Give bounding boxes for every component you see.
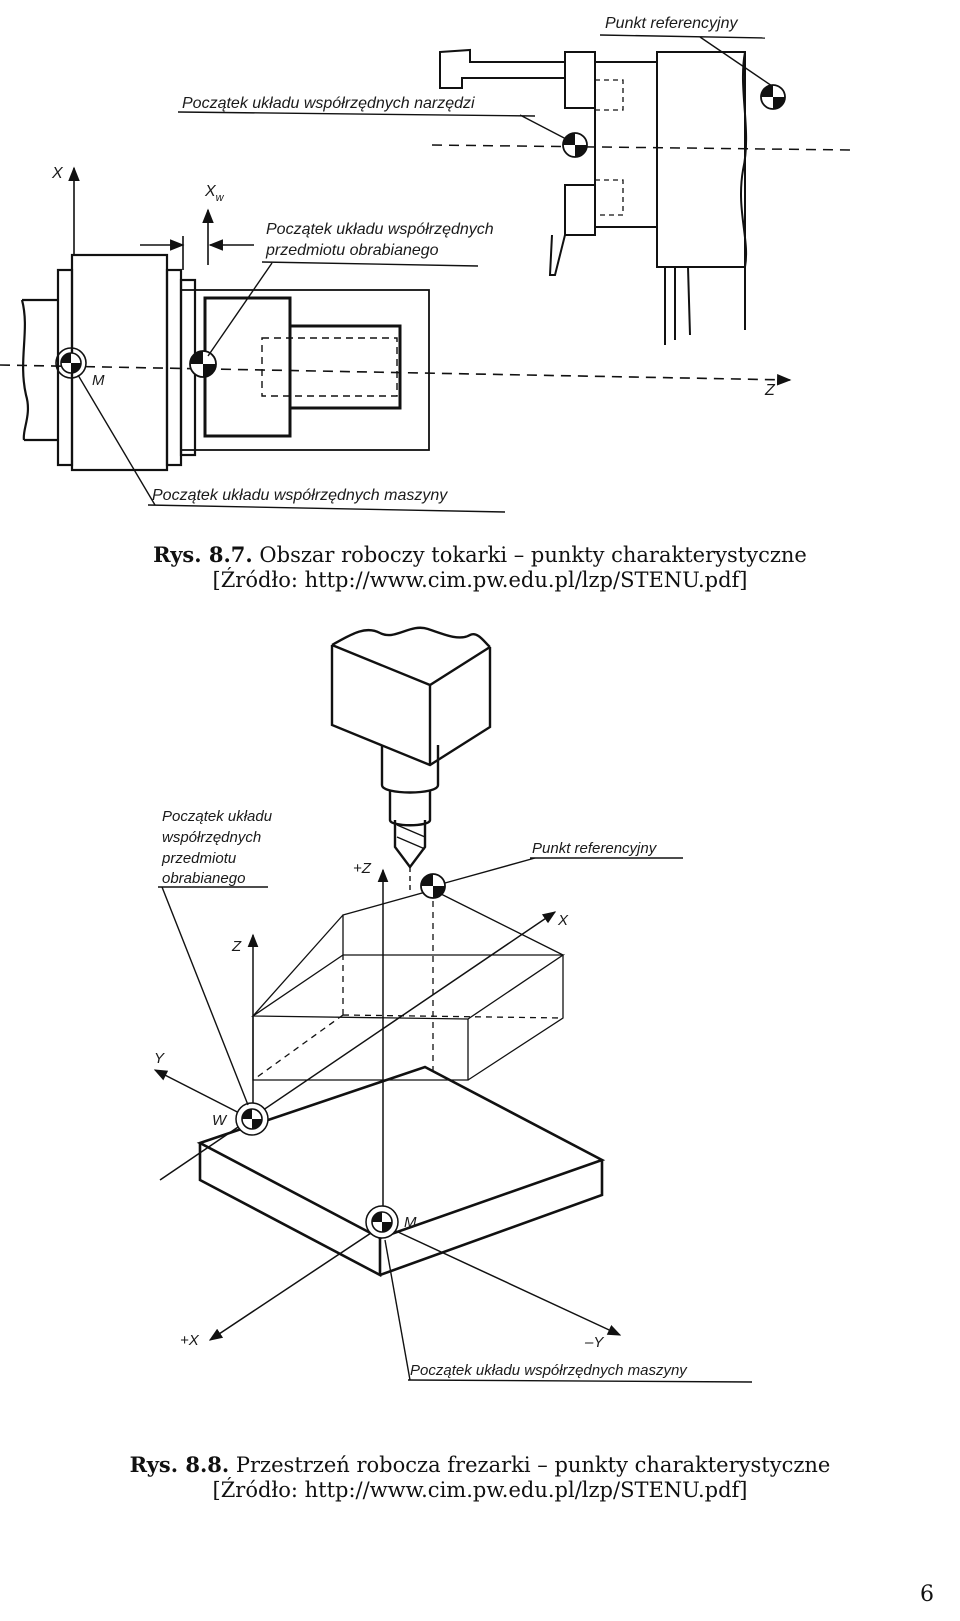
figure2-caption-source: [Źródło: http://www.cim.pw.edu.pl/lzp/ST… xyxy=(212,1478,748,1502)
machine-table xyxy=(196,1065,606,1278)
figure2-number: Rys. 8.8. xyxy=(129,1452,230,1477)
leader-lines xyxy=(77,34,773,513)
milling-drawing: Początek układu współrzędnych przedmiotu… xyxy=(153,626,753,1383)
tool-axis xyxy=(431,144,851,151)
reference-point-symbol xyxy=(760,84,786,110)
spindle-body xyxy=(20,253,197,472)
page-number: 6 xyxy=(920,1582,934,1607)
figure1-number: Rys. 8.7. xyxy=(153,542,253,567)
reference-point-label: Punkt referencyjny xyxy=(605,15,739,32)
machine-origin-label: Początek układu współrzędnych maszyny xyxy=(152,487,448,504)
axis-x-label: X xyxy=(51,165,64,182)
axis-x-label: X xyxy=(557,912,569,929)
point-m-label: M xyxy=(404,1214,417,1231)
tool-origin-symbol xyxy=(562,132,588,158)
lathe-diagram: Punkt referencyjny Początek układu współ… xyxy=(0,0,960,540)
point-m-label: M xyxy=(92,372,105,389)
workpiece-origin-label-line2: współrzędnych xyxy=(162,829,261,846)
machine-origin-symbol xyxy=(365,1205,399,1239)
reference-point-label: Punkt referencyjny xyxy=(532,840,658,857)
workpiece-origin-label-line4: obrabianego xyxy=(162,870,245,887)
milling-diagram: Początek układu współrzędnych przedmiotu… xyxy=(0,615,960,1415)
figure2-caption: Rys. 8.8. Przestrzeń robocza frezarki – … xyxy=(0,1452,960,1503)
work-volume xyxy=(250,889,566,1081)
workpiece-origin-label-line1: Początek układu współrzędnych xyxy=(266,221,494,238)
axis-xw-label: Xw xyxy=(204,183,225,204)
workpiece-origin-label-line2: przedmiotu obrabianego xyxy=(265,242,439,259)
figure2-caption-title: Rys. 8.8. Przestrzeń robocza frezarki – … xyxy=(0,1452,960,1478)
workpiece-origin-symbol xyxy=(189,350,217,378)
axis-z-label: Z xyxy=(231,938,242,955)
reference-point-symbol xyxy=(420,873,446,899)
axis-plus-x-label: +X xyxy=(180,1332,200,1349)
workpiece-origin-label-line3: przedmiotu xyxy=(161,850,237,867)
axes xyxy=(0,166,792,386)
figure1-caption: Rys. 8.7. Obszar roboczy tokarki – punkt… xyxy=(0,542,960,593)
tool-turret xyxy=(439,48,748,345)
figure1-caption-source: [Źródło: http://www.cim.pw.edu.pl/lzp/ST… xyxy=(212,568,748,592)
workpiece xyxy=(180,289,430,451)
axis-plus-z-label: +Z xyxy=(353,860,372,877)
figure1-title: Obszar roboczy tokarki – punkty charakte… xyxy=(259,543,807,567)
axis-z-label: Z xyxy=(764,382,776,399)
point-w-label: W xyxy=(212,1112,228,1129)
axis-minus-y-label: –Y xyxy=(584,1334,604,1351)
spindle-head xyxy=(330,626,492,869)
leader-lines xyxy=(158,857,753,1383)
workpiece-origin-symbol xyxy=(235,1102,269,1136)
lathe-drawing: Punkt referencyjny Początek układu współ… xyxy=(0,15,851,513)
machine-origin-label: Początek układu współrzędnych maszyny xyxy=(410,1362,688,1379)
axes xyxy=(153,868,622,1341)
workpiece-origin-label-line1: Początek układu xyxy=(162,808,273,825)
tool-origin-label: Początek układu współrzędnych narzędzi xyxy=(182,95,475,112)
axis-y-label: Y xyxy=(154,1050,165,1067)
figure1-caption-title: Rys. 8.7. Obszar roboczy tokarki – punkt… xyxy=(0,542,960,568)
machine-origin-symbol xyxy=(55,347,87,379)
figure2-title: Przestrzeń robocza frezarki – punkty cha… xyxy=(235,1453,831,1477)
